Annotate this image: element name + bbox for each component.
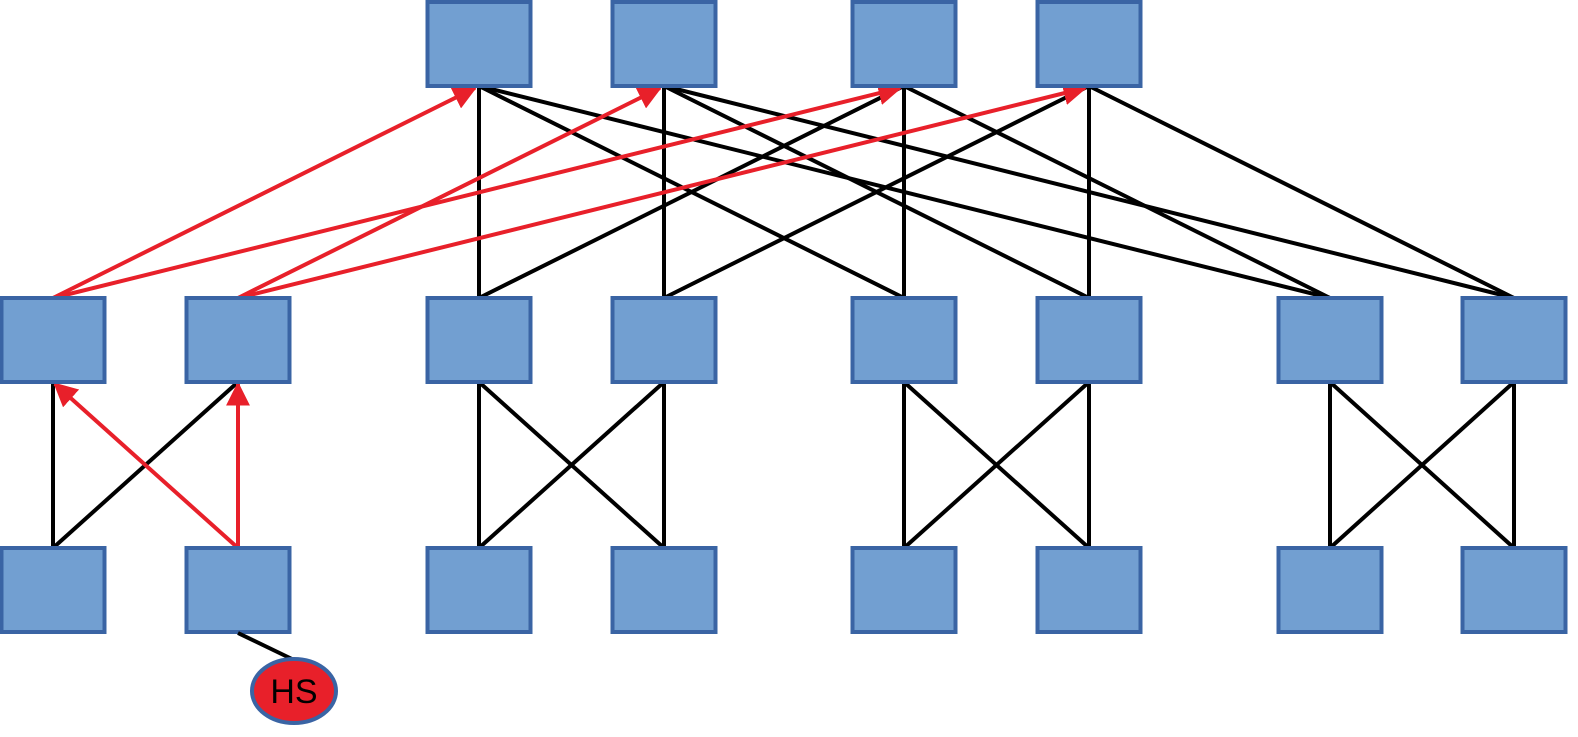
- edge-switch-2: [184, 546, 292, 634]
- link-edge6-agg5: [902, 380, 1091, 550]
- link-agg6-core2: [663, 84, 1090, 300]
- host-link: [237, 631, 295, 662]
- path-agg2-core2: [237, 86, 663, 300]
- aggregation-switch-2: [184, 296, 292, 384]
- link-agg7-core3: [903, 84, 1331, 300]
- edge-switch-6: [1035, 546, 1143, 634]
- core-switch-3: [850, 0, 958, 88]
- aggregation-switch-7: [1276, 296, 1384, 384]
- host-node: HS: [237, 631, 338, 725]
- edge-switch-3: [425, 546, 533, 634]
- core-switch-2: [610, 0, 718, 88]
- link-edge4-agg3: [477, 380, 666, 550]
- edge-switch-4: [610, 546, 718, 634]
- link-agg8-core4: [1088, 84, 1515, 300]
- aggregation-switch-1: [0, 296, 107, 384]
- aggregation-switch-8: [1460, 296, 1568, 384]
- path-agg1-core1: [52, 86, 478, 300]
- aggregation-switch-4: [610, 296, 718, 384]
- aggregation-switch-3: [425, 296, 533, 384]
- path-edge2-agg1: [53, 382, 240, 550]
- link-agg7-core1: [478, 84, 1331, 300]
- highlighted-path-layer: [52, 81, 1088, 550]
- core-switch-4: [1035, 0, 1143, 88]
- link-agg5-core1: [478, 84, 905, 300]
- host-label: HS: [270, 673, 317, 711]
- aggregation-switch-5: [850, 296, 958, 384]
- link-edge8-agg7: [1328, 380, 1516, 550]
- edge-switch-7: [1276, 546, 1384, 634]
- edge-switch-1: [0, 546, 107, 634]
- aggregation-switch-6: [1035, 296, 1143, 384]
- switch-nodes-layer: [0, 0, 1568, 634]
- path-agg1-core3: [52, 81, 903, 300]
- edge-switch-8: [1460, 546, 1568, 634]
- core-switch-1: [425, 0, 533, 88]
- edge-switch-5: [850, 546, 958, 634]
- host-ellipse: [250, 657, 338, 725]
- link-agg8-core2: [663, 84, 1515, 300]
- path-agg2-core4: [237, 81, 1088, 300]
